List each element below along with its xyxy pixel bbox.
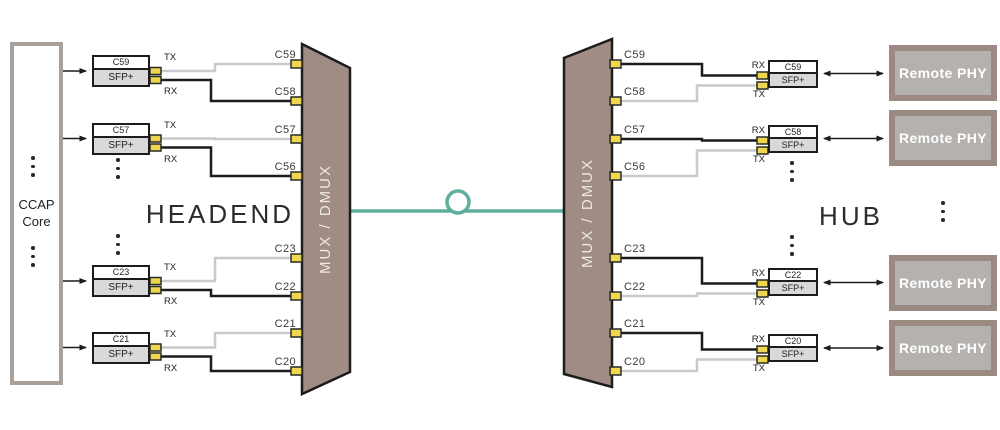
rx-label: RX — [164, 296, 178, 307]
headend-title: HEADEND — [145, 199, 295, 229]
ellipsis-dots-hub-sfp-top — [790, 161, 794, 182]
fiber-loop-icon — [445, 189, 471, 215]
sfp-channel-label: C20 — [770, 336, 816, 348]
left-mux-port-label: C23 — [274, 243, 296, 255]
tx-label: TX — [752, 154, 765, 165]
right-mux-shape — [562, 37, 614, 389]
sfp-label: SFP+ — [94, 137, 148, 153]
remote-phy-box: Remote PHY — [889, 110, 997, 166]
right-mux-port-label: C59 — [624, 49, 646, 61]
right-mux-port-label: C56 — [624, 161, 646, 173]
tx-label: TX — [752, 297, 765, 308]
tx-label: TX — [164, 119, 177, 131]
sfp-label: SFP+ — [94, 70, 148, 85]
sfp-label: SFP+ — [770, 139, 816, 151]
hub-sfp-connectors — [756, 71, 769, 364]
rx-label: RX — [751, 334, 765, 345]
sfp-label: SFP+ — [770, 282, 816, 294]
rx-label: RX — [164, 153, 178, 165]
ellipsis-dots-hub-sfp-bottom — [790, 235, 794, 256]
hub-title: HUB — [819, 201, 883, 231]
headend-sfp-module: C21 SFP+ — [92, 331, 150, 364]
left-mux-connectors — [290, 59, 303, 376]
ccap-core-chassis — [10, 42, 63, 385]
headend-sfp-module: C59 SFP+ — [92, 55, 150, 87]
rx-label: RX — [164, 86, 178, 97]
headend-tx-fibers — [161, 62, 292, 349]
sfp-to-remotephy-arrows — [823, 70, 884, 351]
headend-sfp-module: C23 SFP+ — [92, 265, 150, 297]
right-mux-port-label: C22 — [624, 281, 646, 293]
left-mux-shape — [300, 41, 352, 396]
ellipsis-dots-ccap-bottom — [31, 246, 35, 267]
ccap-core-label-line1: CCAP — [18, 197, 55, 212]
headend-sfp-connectors — [149, 66, 162, 361]
right-mux-label: MUX / DMUX — [579, 158, 596, 268]
rx-label: RX — [751, 268, 765, 279]
sfp-label: SFP+ — [770, 348, 816, 360]
remote-phy-box: Remote PHY — [889, 320, 997, 376]
rx-label: RX — [751, 125, 765, 136]
sfp-channel-label: C57 — [94, 124, 148, 138]
rx-label: RX — [164, 362, 178, 374]
left-mux-port-label: C21 — [274, 318, 296, 330]
ellipsis-dots-headend-sfp-bottom — [116, 234, 120, 255]
ellipsis-dots-headend-sfp-top — [116, 158, 120, 179]
tx-label: TX — [752, 363, 765, 374]
ellipsis-dots-remote-phy — [941, 201, 945, 222]
hub-sfp-module: C59 SFP+ — [768, 60, 818, 88]
sfp-channel-label: C58 — [770, 127, 816, 139]
hub-sfp-module: C58 SFP+ — [768, 125, 818, 153]
right-mux-port-label: C57 — [624, 124, 646, 136]
remote-phy-box: Remote PHY — [889, 255, 997, 311]
ccap-core-label-line2: Core — [22, 214, 51, 229]
sfp-channel-label: C21 — [94, 333, 148, 347]
sfp-label: SFP+ — [770, 74, 816, 86]
left-mux-port-label: C59 — [274, 49, 296, 61]
remote-phy-box: Remote PHY — [889, 45, 997, 101]
headend-rx-fibers — [161, 78, 292, 373]
sfp-channel-label: C59 — [770, 62, 816, 74]
sfp-channel-label: C59 — [94, 57, 148, 70]
headend-sfp-module: C57 SFP+ — [92, 122, 150, 155]
left-mux-port-label: C57 — [274, 124, 296, 136]
right-mux-port-label: C20 — [624, 356, 646, 368]
tx-label: TX — [164, 328, 177, 340]
ccap-core-label: CCAP Core — [10, 196, 63, 230]
remote-phy-label: Remote PHY — [898, 65, 988, 81]
hub-rx-fibers — [621, 62, 757, 351]
tx-label: TX — [164, 262, 177, 273]
right-mux-port-label: C58 — [624, 86, 646, 98]
tx-label: TX — [752, 89, 765, 100]
sfp-label: SFP+ — [94, 280, 148, 295]
sfp-label: SFP+ — [94, 346, 148, 362]
left-mux-port-label: C56 — [274, 161, 296, 173]
hub-sfp-module: C22 SFP+ — [768, 268, 818, 296]
right-mux-port-label: C23 — [624, 243, 646, 255]
remote-phy-label: Remote PHY — [898, 340, 988, 356]
remote-phy-label: Remote PHY — [898, 130, 988, 146]
tx-label: TX — [164, 52, 177, 63]
right-mux-connectors — [609, 59, 622, 376]
sfp-channel-label: C22 — [770, 270, 816, 282]
ellipsis-dots-ccap-top — [31, 156, 35, 177]
remote-phy-label: Remote PHY — [898, 275, 988, 291]
left-mux-port-label: C20 — [274, 356, 296, 368]
hub-sfp-module: C20 SFP+ — [768, 334, 818, 362]
left-mux-label: MUX / DMUX — [317, 164, 334, 274]
sfp-channel-label: C23 — [94, 267, 148, 280]
rx-label: RX — [751, 60, 765, 71]
hub-tx-fibers — [621, 84, 757, 373]
right-mux-port-label: C21 — [624, 318, 646, 330]
left-mux-port-label: C22 — [274, 281, 296, 293]
left-mux-port-label: C58 — [274, 86, 296, 98]
